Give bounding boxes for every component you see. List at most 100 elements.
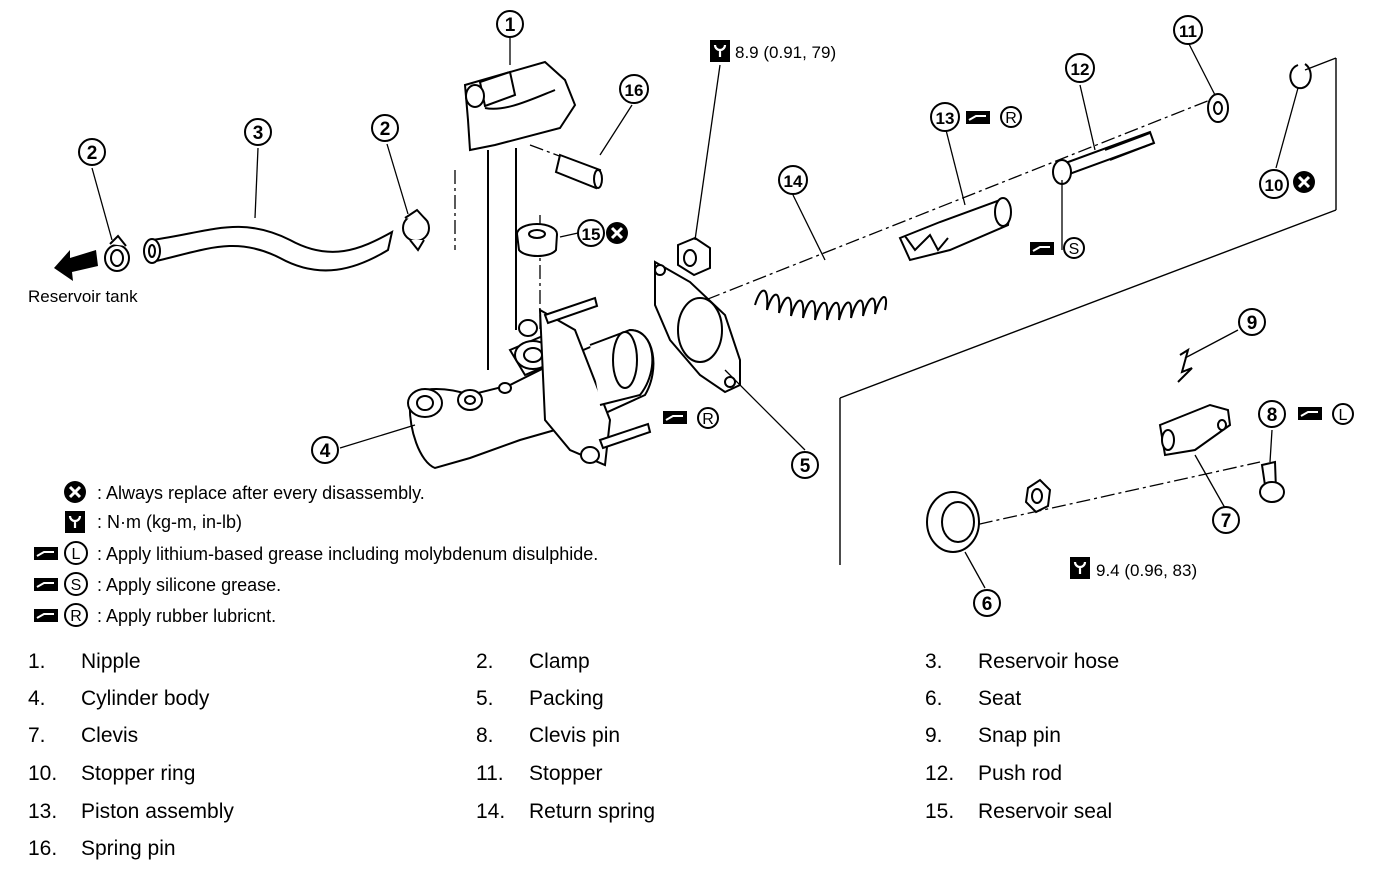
part-name: Push rod	[978, 762, 1063, 785]
svg-text:6: 6	[982, 594, 993, 615]
svg-text:10: 10	[1265, 176, 1284, 195]
leader-lines	[91, 38, 1299, 589]
part-number: 10.	[28, 762, 58, 785]
svg-text:15: 15	[582, 225, 601, 244]
part-number: 14.	[476, 800, 506, 823]
studs	[543, 296, 652, 450]
part-number: 11.	[476, 762, 504, 785]
reservoir-arrow	[54, 250, 98, 281]
callout-9: 9	[1238, 308, 1266, 336]
svg-text:12: 12	[1071, 60, 1090, 79]
part-number: 2.	[476, 650, 494, 673]
torque-icon	[708, 38, 732, 64]
svg-text:11: 11	[1179, 22, 1197, 41]
legend-replace: : Always replace after every disassembly…	[62, 479, 425, 505]
replace-icon	[604, 220, 630, 246]
svg-text:R: R	[70, 608, 82, 625]
svg-text:L: L	[72, 546, 81, 563]
legend-grease-r: R : Apply rubber lubricnt.	[33, 603, 276, 627]
callout-2-right: 2	[371, 114, 399, 142]
parts-list: 1.Nipple 2.Clamp 3.Reservoir hose 4.Cyli…	[0, 640, 1376, 876]
svg-text:14: 14	[784, 172, 803, 191]
part-number: 16.	[28, 837, 58, 860]
nut-top	[677, 236, 711, 277]
svg-text:4: 4	[320, 441, 331, 462]
svg-text:7: 7	[1221, 511, 1232, 532]
svg-text:: N·m (kg-m, in-lb): : N·m (kg-m, in-lb)	[97, 512, 242, 532]
callout-4: 4	[311, 436, 339, 464]
svg-text:3: 3	[253, 123, 264, 144]
legend: : Always replace after every disassembly…	[33, 479, 598, 627]
callout-12: 12	[1065, 53, 1095, 83]
svg-text:9: 9	[1247, 313, 1258, 334]
part-number: 3.	[925, 650, 943, 673]
grease-icon	[662, 410, 688, 425]
svg-text:L: L	[1339, 407, 1348, 424]
part-name: Seat	[978, 687, 1022, 710]
grease-icon	[33, 546, 59, 561]
part-number: 6.	[925, 687, 943, 710]
seat	[926, 491, 980, 553]
grease-icon	[1029, 241, 1055, 256]
svg-text:16: 16	[625, 81, 644, 100]
callout-15: 15	[577, 219, 605, 247]
packing	[654, 260, 741, 394]
grease-r-cylinder: R	[662, 407, 719, 429]
part-name: Nipple	[81, 650, 141, 673]
part-number: 4.	[28, 687, 46, 710]
callout-6: 6	[973, 589, 1001, 617]
svg-text:: Apply silicone grease.: : Apply silicone grease.	[97, 575, 281, 595]
svg-text:2: 2	[87, 143, 98, 164]
replace-icon	[1291, 169, 1317, 195]
push-rod	[1052, 130, 1156, 185]
part-name: Piston assembly	[81, 800, 234, 823]
part-name: Stopper ring	[81, 762, 196, 785]
grease-s-pushrod: S	[1029, 237, 1085, 259]
callout-16: 16	[619, 74, 649, 104]
callout-13: 13	[930, 102, 960, 132]
part-name: Clamp	[529, 650, 590, 673]
clamp-left	[104, 234, 130, 272]
torque-top-value: 8.9 (0.91, 79)	[735, 43, 836, 62]
part-name: Clevis	[81, 724, 139, 747]
callout-7: 7	[1212, 506, 1240, 534]
exploded-diagram: Reservoir tank	[28, 10, 1354, 627]
callout-1: 1	[496, 10, 524, 38]
svg-text:13: 13	[936, 109, 955, 128]
part-name: Reservoir seal	[978, 800, 1113, 823]
part-name: Spring pin	[81, 837, 176, 860]
grease-icon	[965, 110, 991, 125]
callout-5: 5	[791, 451, 819, 479]
torque-icon	[63, 509, 87, 535]
svg-text:S: S	[1069, 241, 1080, 258]
callout-2-left: 2	[78, 138, 106, 166]
nipple	[463, 60, 577, 370]
return-spring	[754, 289, 887, 321]
snap-pin	[1177, 347, 1193, 383]
svg-text:R: R	[702, 411, 714, 428]
detail-frame	[839, 57, 1337, 565]
part-number: 12.	[925, 762, 955, 785]
part-number: 15.	[925, 800, 955, 823]
part-name: Clevis pin	[529, 724, 621, 747]
spring-pin	[554, 153, 603, 190]
svg-text:8: 8	[1267, 405, 1278, 426]
svg-text:: Always replace after every d: : Always replace after every disassembly…	[97, 483, 425, 503]
part-name: Snap pin	[978, 724, 1061, 747]
part-number: 5.	[476, 687, 494, 710]
part-number: 13.	[28, 800, 58, 823]
part-number: 8.	[476, 724, 494, 747]
part-name: Return spring	[529, 800, 656, 823]
grease-icon	[1297, 406, 1323, 421]
part-number: 1.	[28, 650, 46, 673]
reservoir-tank-label: Reservoir tank	[28, 287, 138, 306]
torque-icon	[1068, 555, 1092, 581]
svg-text:S: S	[71, 577, 82, 594]
grease-l-clevis-pin: L	[1297, 403, 1354, 425]
piston-assembly	[898, 197, 1012, 262]
grease-r-piston: R	[965, 106, 1022, 128]
stopper-ring	[1289, 63, 1312, 90]
nut-bottom	[1024, 478, 1052, 514]
callout-11: 11	[1173, 15, 1203, 45]
svg-text:: Apply rubber lubricnt.: : Apply rubber lubricnt.	[97, 606, 276, 626]
